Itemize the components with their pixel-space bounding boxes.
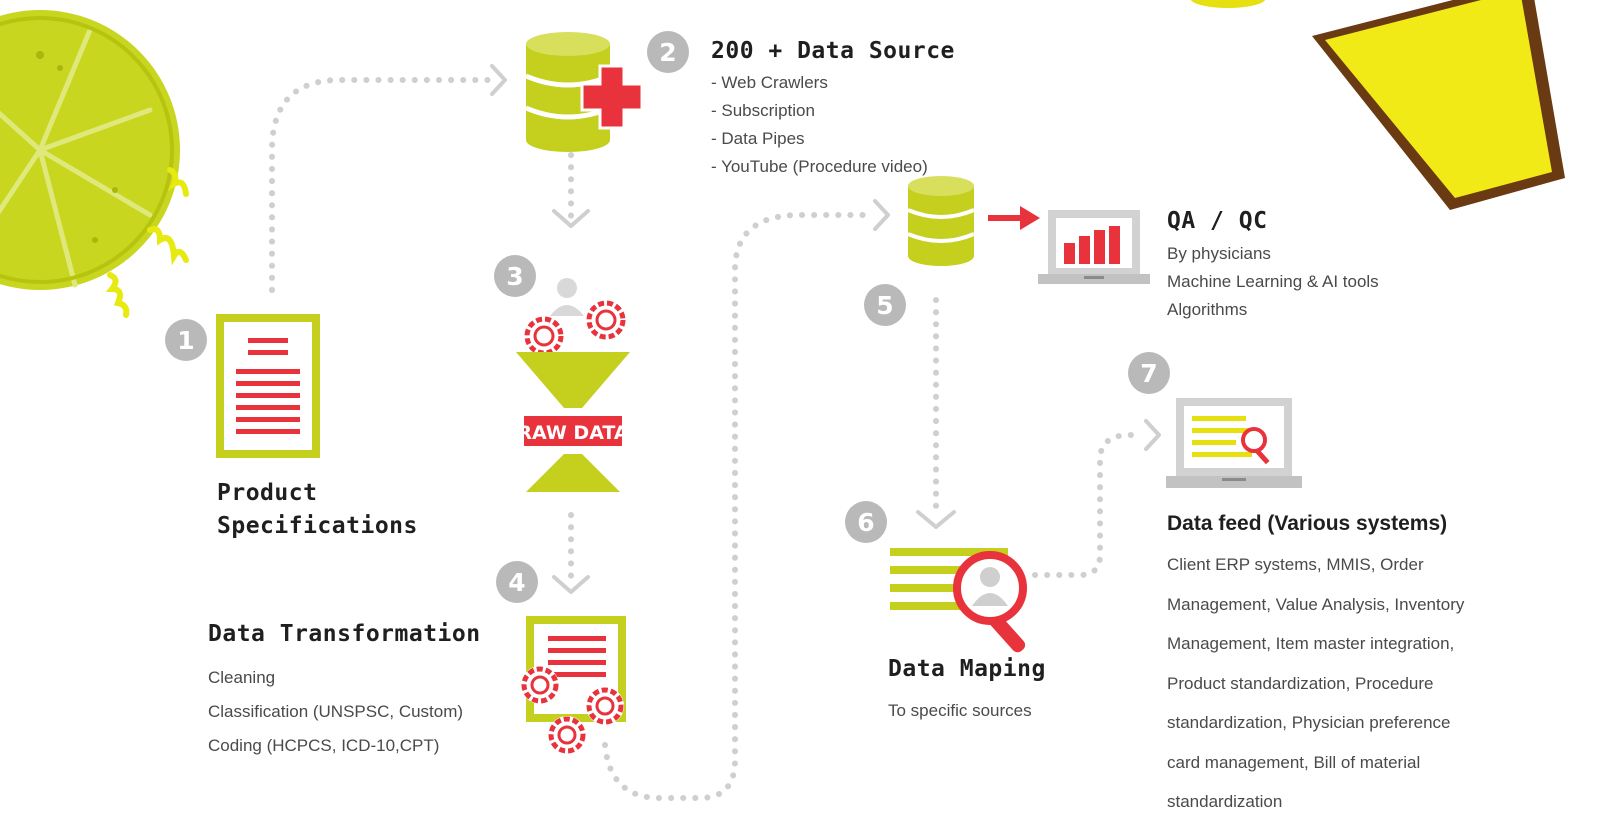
laptop-chart-icon bbox=[1038, 210, 1150, 284]
step-7-items: Client ERP systems, MMIS, Order Manageme… bbox=[1167, 545, 1464, 822]
document-gears-icon bbox=[521, 616, 626, 754]
svg-text:5: 5 bbox=[876, 291, 893, 320]
database-plus-icon bbox=[525, 32, 644, 152]
step-7-item: card management, Bill of material bbox=[1167, 752, 1421, 772]
step-2-item: - Subscription bbox=[711, 101, 815, 120]
step-7-item: Management, Item master integration, bbox=[1167, 634, 1455, 653]
step-1-title-line-2: Specifications bbox=[217, 513, 418, 539]
step-badge-5: 5 bbox=[864, 284, 906, 326]
step-badge-6: 6 bbox=[845, 501, 887, 543]
funnel-label: RAW DATA bbox=[517, 422, 629, 444]
step-5-item: Algorithms bbox=[1167, 300, 1248, 319]
step-1-title: Product Specifications bbox=[217, 477, 418, 543]
step-5-title: QA / QC bbox=[1167, 208, 1268, 234]
step-badge-4: 4 bbox=[496, 561, 538, 603]
red-arrow-icon bbox=[988, 206, 1040, 230]
flow-arrowheads bbox=[490, 64, 1161, 594]
step-7-item: Product standardization, Procedure bbox=[1167, 673, 1434, 693]
funnel-icon bbox=[516, 352, 630, 492]
document-icon bbox=[216, 314, 320, 458]
lemon-slice-decoration bbox=[0, 10, 189, 318]
svg-text:7: 7 bbox=[1140, 359, 1157, 388]
step-7-title: Data feed (Various systems) bbox=[1167, 512, 1448, 535]
step-badge-1: 1 bbox=[165, 319, 207, 361]
gears-person-icon bbox=[524, 278, 626, 356]
step-4-item: Classification (UNSPSC, Custom) bbox=[208, 702, 464, 721]
step-4-item: Cleaning bbox=[208, 668, 276, 687]
document-magnifier-icon bbox=[890, 548, 1027, 653]
step-1-title-line-1: Product bbox=[217, 480, 318, 506]
step-5-item: Machine Learning & AI tools bbox=[1167, 272, 1379, 291]
laptop-search-icon bbox=[1166, 398, 1302, 488]
step-5-item: By physicians bbox=[1167, 244, 1271, 263]
step-6-title: Data Maping bbox=[888, 656, 1046, 682]
svg-text:2: 2 bbox=[659, 38, 676, 67]
step-7-item: Management, Value Analysis, Inventory bbox=[1167, 594, 1465, 614]
step-5-items: By physicians Machine Learning & AI tool… bbox=[1167, 240, 1379, 324]
step-badge-7: 7 bbox=[1128, 352, 1170, 394]
step-2-item: - YouTube (Procedure video) bbox=[711, 157, 928, 176]
step-2-items: - Web Crawlers - Subscription - Data Pip… bbox=[711, 69, 928, 181]
database-icon bbox=[907, 176, 975, 266]
juice-glass-decoration bbox=[1190, 0, 1565, 210]
step-6-item: To specific sources bbox=[888, 701, 1032, 720]
step-4-title: Data Transformation bbox=[208, 621, 481, 647]
svg-text:6: 6 bbox=[857, 508, 874, 537]
svg-text:1: 1 bbox=[177, 326, 194, 355]
svg-text:4: 4 bbox=[508, 568, 525, 597]
step-7-item: standardization, Physician preference bbox=[1167, 713, 1451, 732]
step-badge-3: 3 bbox=[494, 255, 536, 297]
step-2-title: 200 + Data Source bbox=[711, 38, 955, 64]
step-badges: 1 2 3 4 5 6 7 bbox=[165, 31, 1170, 603]
step-6-items: To specific sources bbox=[888, 697, 1032, 725]
step-7-item: standardization bbox=[1167, 792, 1283, 811]
step-4-items: Cleaning Classification (UNSPSC, Custom)… bbox=[208, 661, 463, 763]
step-2-item: - Web Crawlers bbox=[711, 73, 828, 92]
svg-text:3: 3 bbox=[506, 262, 523, 291]
step-2-item: - Data Pipes bbox=[711, 129, 805, 148]
step-badge-2: 2 bbox=[647, 31, 689, 73]
step-4-item: Coding (HCPCS, ICD-10,CPT) bbox=[208, 736, 440, 755]
flow-connectors bbox=[269, 77, 1143, 801]
step-7-item: Client ERP systems, MMIS, Order bbox=[1167, 555, 1424, 574]
